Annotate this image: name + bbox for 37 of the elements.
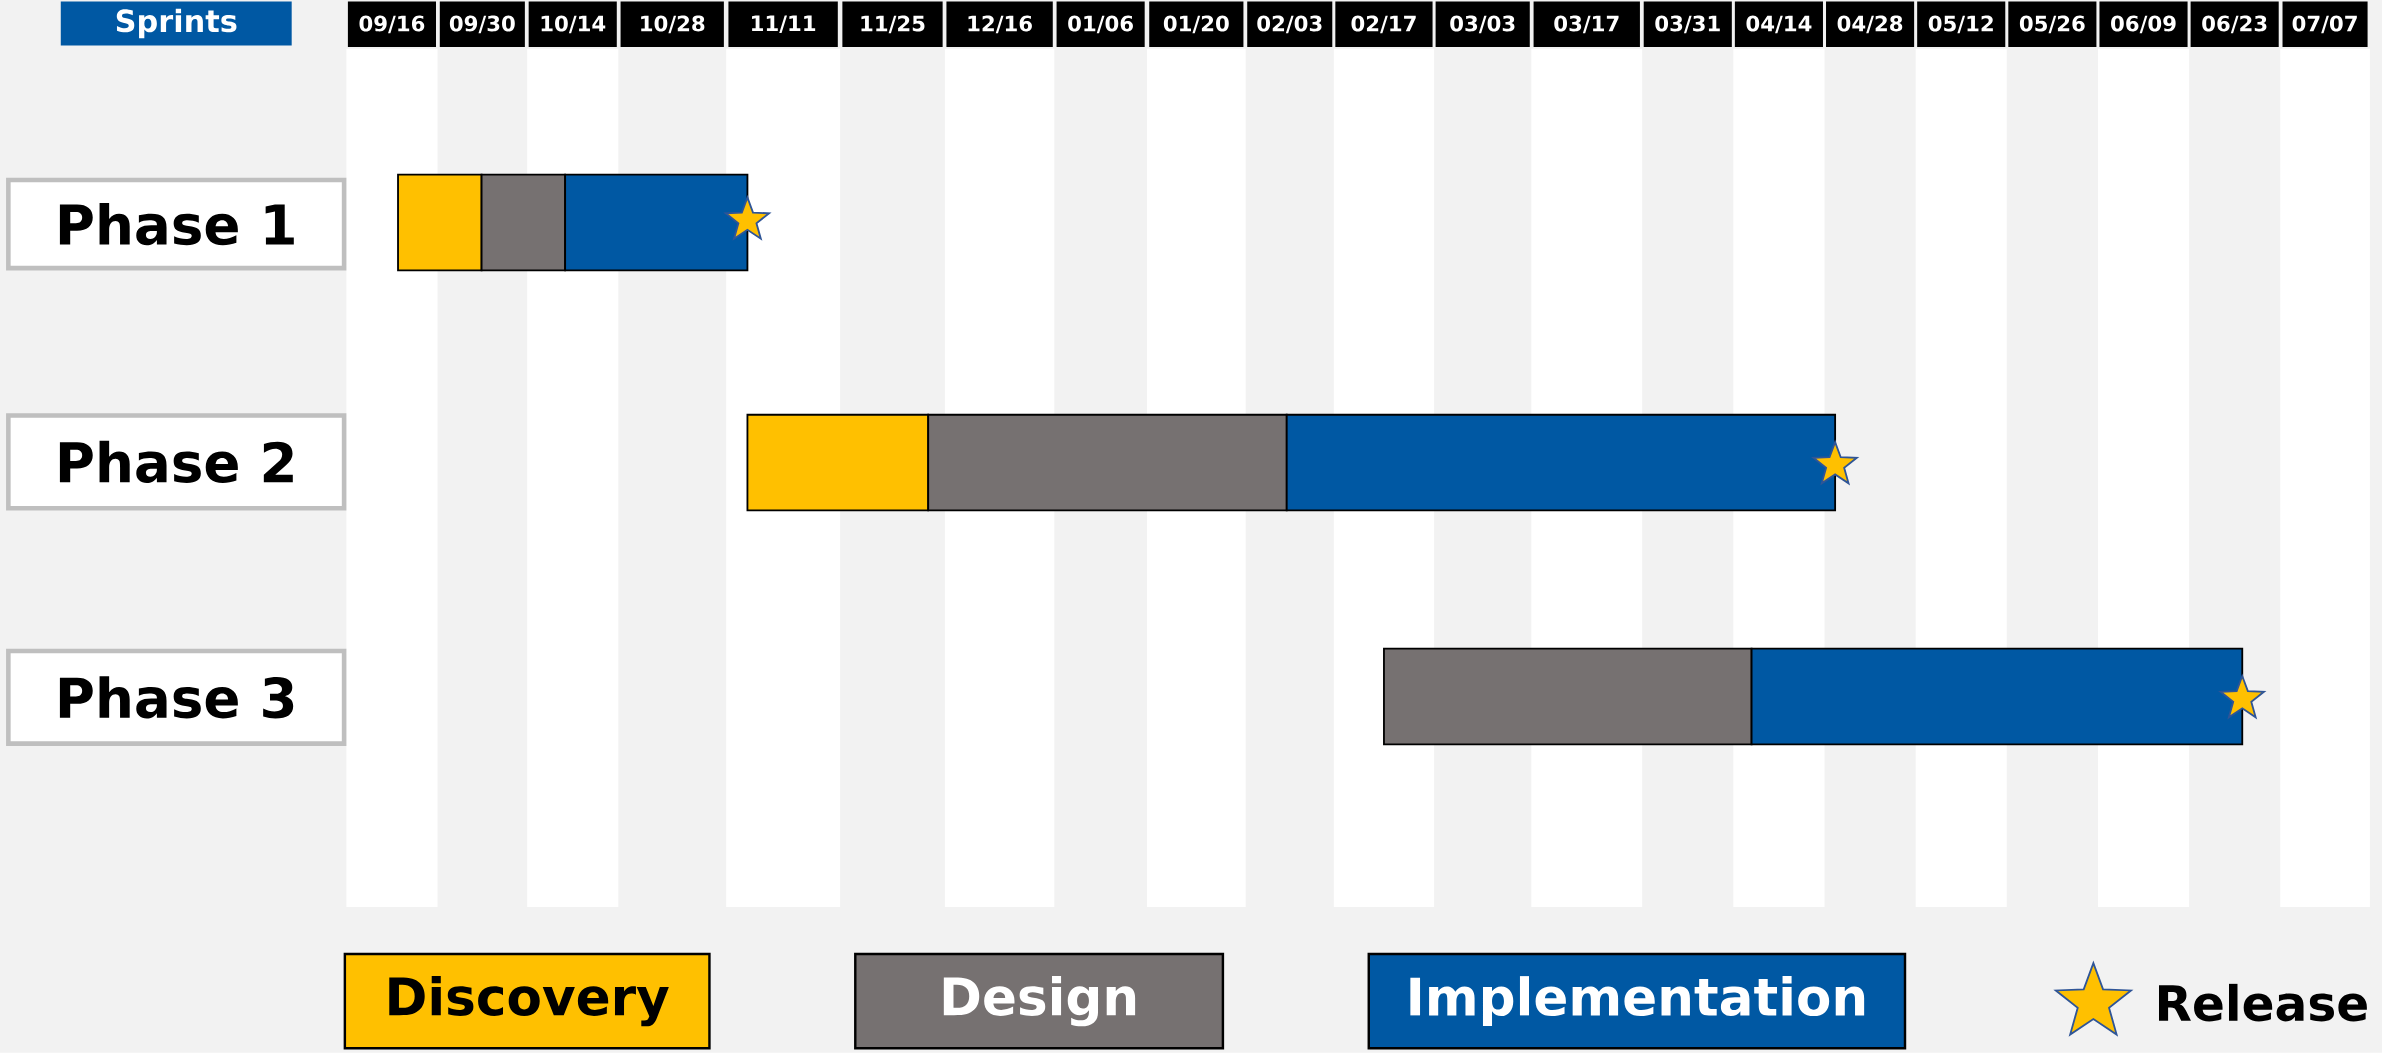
task-bar bbox=[1750, 647, 2244, 746]
date-header: 10/14 bbox=[528, 1, 617, 48]
date-header: 02/17 bbox=[1335, 1, 1433, 48]
task-bar bbox=[397, 173, 483, 272]
phase-box: Phase 2 bbox=[6, 413, 347, 511]
legend-item: Discovery bbox=[343, 952, 711, 1050]
date-header: 05/26 bbox=[2008, 1, 2097, 48]
date-header: 11/25 bbox=[842, 1, 943, 48]
date-header: 09/30 bbox=[439, 1, 525, 48]
task-bar bbox=[480, 173, 567, 272]
date-header: 07/07 bbox=[2282, 1, 2368, 48]
task-bar bbox=[1383, 647, 1753, 746]
legend-text: Release bbox=[2159, 983, 2367, 1022]
task-bar bbox=[1285, 413, 1837, 512]
date-header: 06/09 bbox=[2099, 1, 2188, 48]
legend-item: Design bbox=[854, 952, 1225, 1050]
date-header: 06/23 bbox=[2190, 1, 2279, 48]
date-header: 10/28 bbox=[620, 1, 724, 48]
phase-box: Phase 3 bbox=[6, 648, 347, 746]
phase-box: Phase 1 bbox=[6, 177, 347, 271]
legend-item: Implementation bbox=[1367, 952, 1907, 1050]
date-header: 03/17 bbox=[1533, 1, 1640, 48]
date-header: 09/16 bbox=[347, 1, 436, 48]
date-header: 01/06 bbox=[1056, 1, 1145, 48]
date-header: 03/03 bbox=[1435, 1, 1530, 48]
task-bar bbox=[927, 413, 1288, 512]
date-header: 03/31 bbox=[1643, 1, 1732, 48]
date-header: 12/16 bbox=[946, 1, 1053, 48]
date-header: 02/03 bbox=[1247, 1, 1333, 48]
header-box: Sprints bbox=[60, 1, 292, 46]
task-bar bbox=[564, 173, 749, 272]
date-header: 11/11 bbox=[728, 1, 838, 48]
task-bar bbox=[746, 413, 930, 512]
date-header: 04/14 bbox=[1734, 1, 1823, 48]
date-header: 04/28 bbox=[1826, 1, 1915, 48]
date-header: 01/20 bbox=[1149, 1, 1244, 48]
date-header: 05/12 bbox=[1917, 1, 2006, 48]
